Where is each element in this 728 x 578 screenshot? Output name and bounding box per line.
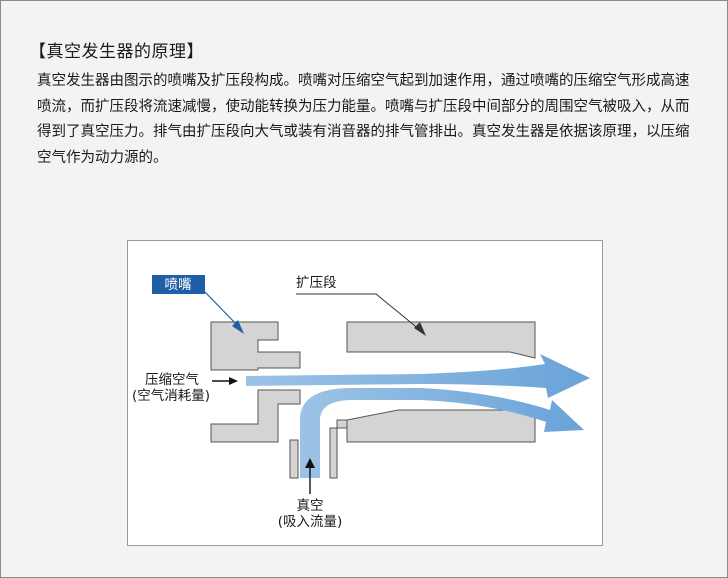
suction-flow-label: (吸入流量) [278, 514, 343, 530]
section-title: 【真空发生器的原理】 [29, 42, 204, 62]
main-airflow-arrow [246, 354, 590, 398]
suction-airflow-arrow [300, 388, 584, 478]
compressed-air-label: 压缩空气 [145, 372, 199, 388]
diffuser-pointer-head [414, 322, 426, 336]
nozzle-label-box [152, 275, 205, 294]
nozzle-pointer-head [232, 320, 244, 334]
diffuser-upper-part [346, 321, 536, 359]
nozzle-lower-part [210, 389, 301, 443]
diffuser-label: 扩压段 [296, 275, 337, 291]
nozzle-pointer-line [204, 291, 239, 327]
vacuum-port-left-wall [289, 439, 299, 479]
nozzle-upper-part [210, 321, 301, 371]
air-consumption-label: (空气消耗量) [132, 388, 210, 404]
diffuser-pointer-line [296, 293, 421, 331]
vacuum-arrow-head [305, 458, 315, 468]
nozzle-label: 喷嘴 [165, 277, 192, 293]
diffuser-lower-part [346, 405, 536, 443]
vacuum-port-right-wall [329, 419, 348, 479]
vacuum-label: 真空 [297, 498, 324, 514]
description-text: 真空发生器由图示的喷嘴及扩压段构成。喷嘴对压缩空气起到加速作用，通过喷嘴的压缩空… [37, 73, 690, 166]
compressed-air-arrow-head [229, 377, 238, 385]
